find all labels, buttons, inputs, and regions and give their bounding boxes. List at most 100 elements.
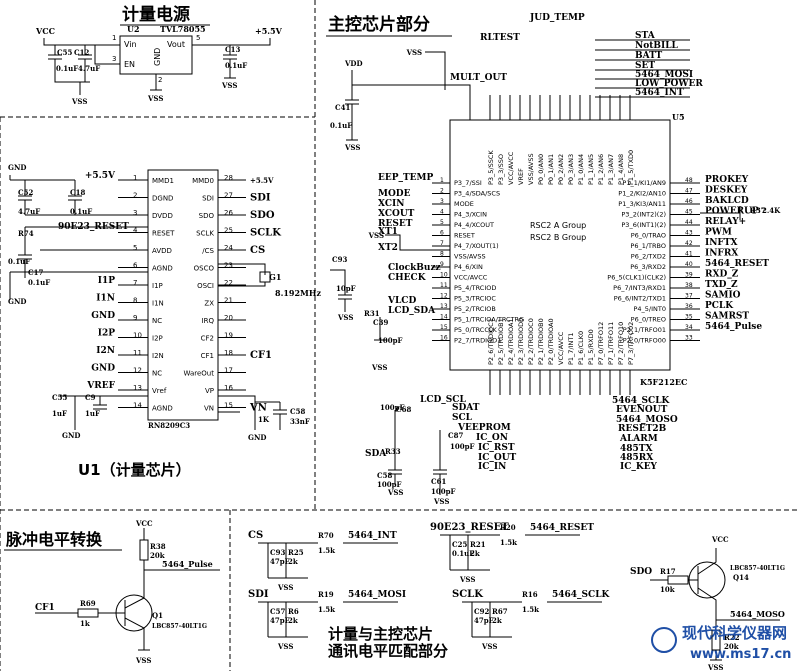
- c12-val: 4.7uF: [78, 64, 100, 73]
- metering-pin-right: SCLK: [196, 230, 214, 238]
- level-r2-ref: R6: [288, 607, 299, 616]
- mcu-pin-left: P4_6/XIN: [454, 263, 483, 271]
- mcu-net-right: BAKLCD: [705, 196, 749, 206]
- mcu-pin-number: 2: [440, 188, 444, 195]
- metering-pin-number: 8: [133, 297, 137, 305]
- metering-net-left: GND: [91, 311, 115, 321]
- mcu-u5: U5 K5F212EC RSC2 A Group RSC2 B Group P3…: [330, 13, 781, 506]
- mcu-pin-bottom: P1_7/INT1: [567, 332, 575, 365]
- metering-pin-left: I2N: [152, 352, 164, 360]
- metering-pin-left: NC: [152, 370, 162, 378]
- mcu-pin-bottom: P2_4/TRDIOA1: [507, 318, 515, 365]
- mcu-net-right: 5464_Pulse: [705, 322, 762, 332]
- u2-pin-num-5: 5: [196, 34, 200, 42]
- c12-ref: C12: [74, 48, 89, 57]
- r31-ref: R31: [364, 309, 380, 318]
- mcu-pin-left: RESET: [454, 232, 475, 240]
- gnd-label-2: GND: [8, 297, 26, 306]
- vss-label-u2b: VSS: [147, 94, 163, 103]
- mcu-pin-right: P1_2/KI2/AN10: [618, 190, 666, 198]
- metering-net-left: VREF: [86, 381, 115, 391]
- mcu-pin-right: P6_1/TRBO: [630, 242, 666, 250]
- metering-net-right: CS: [250, 245, 265, 256]
- vss-label-c41: VSS: [344, 143, 360, 152]
- level-cap-ref: C92: [474, 607, 489, 616]
- mcu-pin-right: P2_1/TRFO01: [623, 326, 666, 334]
- mcu-pin-right: P6_5(CLK1)(CLK2): [607, 274, 666, 282]
- mcu-net-right: SAMRST: [705, 312, 749, 322]
- metering-pin-number: 26: [224, 209, 233, 217]
- c61-ref: C61: [431, 477, 446, 486]
- u2-pin-gnd: GND: [153, 48, 162, 66]
- mcu-bottom-nets: 5464_SCLKEVENOUT5464_MOSORESET2BALARM485…: [365, 395, 678, 472]
- c41-ref: C41: [335, 103, 350, 112]
- metering-pin-number: 18: [224, 349, 233, 357]
- mcu-net-right: INFRX: [705, 249, 738, 259]
- c55b-ref: C55: [52, 393, 67, 402]
- mcu-pin-left: P5_1/TRCIOA/TRCTRG: [454, 316, 524, 324]
- mcu-pin-number: 39: [685, 272, 693, 279]
- r38-val: 20k: [150, 551, 165, 560]
- level-vss: VSS: [277, 583, 293, 592]
- mcu-pin-bottom: P2_3/TRDIOD0: [517, 318, 525, 365]
- mcu-net-right: INFTX: [705, 238, 738, 248]
- u2-pin-num-1: 1: [112, 34, 116, 42]
- vdd-label-mcu: VDD: [344, 59, 363, 68]
- level-resistor-val: 1.5k: [318, 605, 335, 614]
- crystal-val: 8.192MHz: [275, 288, 321, 298]
- q14-vss: VSS: [707, 663, 723, 671]
- c61-val: 100pF: [431, 487, 456, 496]
- r38-ref: R38: [150, 542, 166, 551]
- title-main-chip: 主控芯片部分: [328, 14, 430, 35]
- mcu-pin-top: P1_1/AN5: [587, 154, 595, 185]
- mcu-net-top: 5464_MOSI: [635, 70, 693, 80]
- metering-net-left: I1N: [96, 294, 115, 304]
- mcu-net-right: POWERUP: [705, 207, 759, 217]
- mcu-pin-left: P5_0/TRCCLK: [454, 326, 497, 334]
- mcu-net-right: PWM: [705, 228, 732, 238]
- q14-ref: Q14: [733, 573, 749, 582]
- mcu-pin-right: P3_6(INT1)(2): [621, 221, 666, 229]
- r37-ref: R37: [750, 206, 766, 215]
- metering-pin-number: 4: [133, 227, 138, 235]
- mcu-pin-top: P0_2/AN2: [557, 154, 565, 185]
- level-net-in: SCLK: [452, 589, 483, 600]
- mcu-pin-number: 12: [440, 293, 448, 300]
- title-level-match-2: 通讯电平匹配部分: [328, 642, 448, 660]
- mcu-net-left: XCIN: [378, 199, 404, 209]
- c58b-val: 100pF: [377, 480, 402, 489]
- metering-pin-number: 23: [224, 262, 233, 270]
- mcu-pin-number: 41: [685, 251, 693, 258]
- watermark-url: www.ms17.cn: [690, 647, 791, 662]
- mcu-pin-number: 44: [685, 219, 693, 226]
- mcu-pin-number: 43: [685, 230, 693, 237]
- metering-pin-right: SDI: [202, 195, 214, 203]
- metering-net-left: I1P: [98, 276, 115, 286]
- mcu-net-left: ClockBuzz: [388, 263, 441, 273]
- level-cap-val: 47pF: [270, 616, 290, 625]
- level-r2-val: 2k: [470, 549, 480, 558]
- c52-val: 4.7uF: [18, 207, 40, 216]
- metering-pin-right: /CS: [202, 247, 214, 255]
- mcu-pin-top: VCC/AVCC: [507, 151, 515, 185]
- watermark-logo-icon: [651, 627, 677, 653]
- metering-net-right: +5.5V: [250, 176, 274, 185]
- level-resistor-val: 1.5k: [500, 538, 517, 547]
- mcu-pin-left: P4_7/XOUT(1): [454, 242, 499, 250]
- crystal-ref: G1: [269, 272, 281, 282]
- level-net-out: 5464_RESET: [530, 523, 594, 533]
- mcu-net-left: XT1: [378, 227, 398, 237]
- mcu-pin-right: P6_2/TXD2: [631, 253, 666, 261]
- metering-pin-number: 5: [133, 244, 137, 252]
- mcu-pin-number: 1: [440, 177, 444, 184]
- title-metering-chip: U1（计量芯片）: [78, 461, 191, 479]
- r17-val: 10k: [660, 585, 675, 594]
- mcu-pin-right: P6_0/TRAO: [631, 232, 666, 240]
- mcu-pin-top: P3_3/SSO: [497, 154, 505, 185]
- mcu-part: K5F212EC: [640, 377, 687, 387]
- mcu-pin-left: P3_7/SSI: [454, 179, 482, 187]
- mcu-net-top: LOW_POWER: [635, 79, 703, 89]
